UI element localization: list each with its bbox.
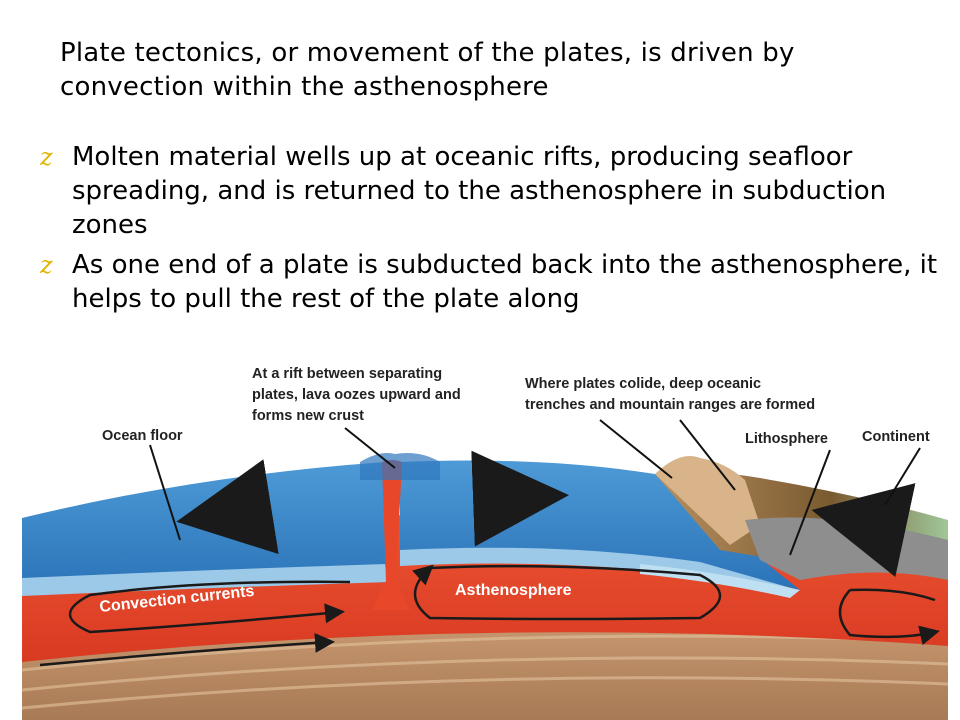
bullet-item: z Molten material wells up at oceanic ri…	[38, 140, 938, 242]
label-collide-line2: trenches and mountain ranges are formed	[525, 397, 815, 413]
ocean-crust-light-left	[22, 564, 388, 596]
bullet-text: Molten material wells up at oceanic rift…	[72, 142, 887, 240]
leader-rift	[344, 427, 396, 469]
bullet-marker-icon: z	[40, 251, 53, 279]
convection-bottom-arrow-icon	[39, 632, 335, 667]
rift-texture	[360, 453, 440, 480]
plate-tectonics-diagram: At a rift between separating plates, lav…	[21, 366, 960, 720]
label-rift-line2: plates, lava oozes upward and	[252, 387, 461, 403]
leader-ocean-floor	[149, 444, 181, 541]
mountain-range	[655, 456, 760, 545]
label-ocean-floor: Ocean floor	[102, 428, 183, 444]
bullet-text: As one end of a plate is subducted back …	[72, 250, 938, 314]
label-collide-line1: Where plates colide, deep oceanic	[525, 376, 761, 392]
convection-loop-center-icon	[412, 564, 722, 621]
bullet-list: z Molten material wells up at oceanic ri…	[38, 140, 938, 322]
label-continent: Continent	[862, 429, 930, 445]
convection-loop-left-icon	[68, 580, 351, 634]
bullet-marker-icon: z	[40, 143, 53, 171]
leader-collide	[599, 419, 673, 479]
plate-arrow-right-icon	[471, 450, 569, 547]
label-rift-line3: forms new crust	[252, 408, 364, 424]
label-rift-line1: At a rift between separating	[252, 366, 442, 382]
leader-collide-2	[679, 419, 736, 491]
bullet-item: z As one end of a plate is subducted bac…	[38, 248, 938, 316]
slide-title: Plate tectonics, or movement of the plat…	[60, 38, 795, 102]
label-asthenosphere: Asthenosphere	[455, 582, 572, 599]
leader-lithosphere	[789, 449, 831, 556]
leader-continent	[884, 447, 921, 506]
plate-arrow-left-icon	[176, 459, 279, 555]
label-lithosphere: Lithosphere	[745, 431, 828, 447]
rift-magma	[372, 460, 410, 610]
continent-arrow-icon	[811, 483, 916, 578]
convection-loop-right-icon	[838, 588, 935, 637]
ocean-crust-light-right	[400, 547, 798, 590]
